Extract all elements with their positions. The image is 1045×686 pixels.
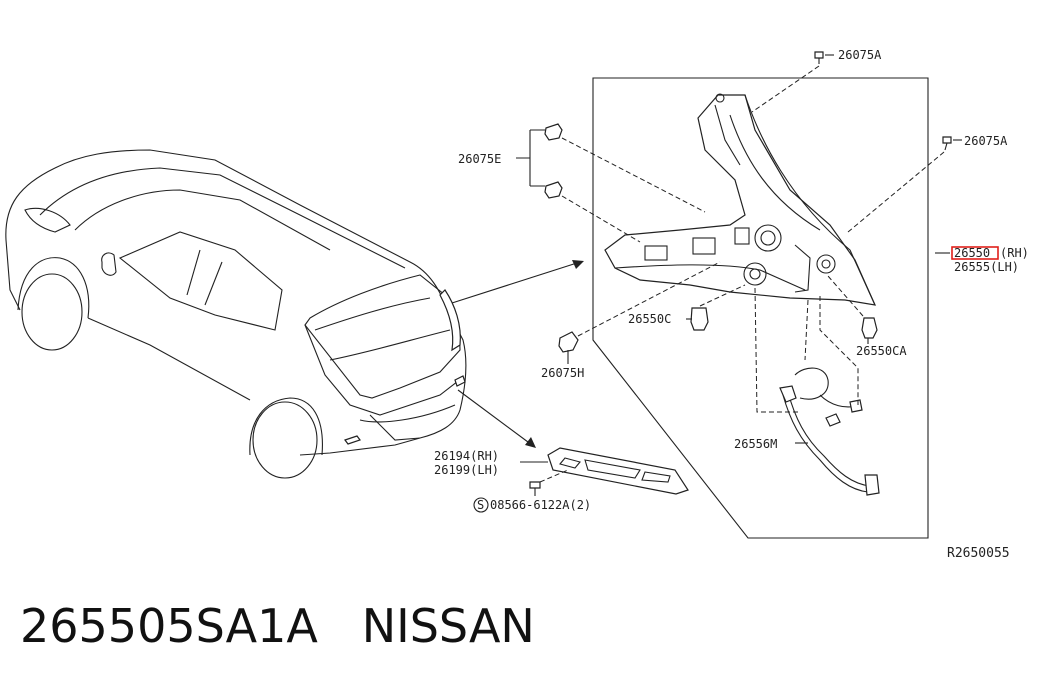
bolt-26075a-right	[847, 136, 962, 233]
label-bulb-26550ca: 26550CA	[856, 344, 907, 358]
label-reflector-rh: 26194(RH)	[434, 449, 499, 463]
combination-lamp	[604, 93, 877, 306]
reflector	[520, 447, 689, 495]
arrow-to-reflector	[457, 389, 533, 446]
label-bolt-26075a-right: 26075A	[964, 134, 1008, 148]
label-screw-symbol: S	[477, 498, 484, 512]
arrow-head-lamp	[572, 260, 584, 269]
label-bolt-26075a-top: 26075A	[838, 48, 882, 62]
label-clip-26075h: 26075H	[541, 366, 584, 380]
screw	[473, 469, 569, 513]
label-lamp-rh-code: 26550	[954, 246, 990, 260]
label-screw: 08566-6122A(2)	[490, 498, 591, 512]
lamp-label-highlight	[951, 246, 999, 260]
bulb-26550c	[686, 284, 746, 331]
arrow-to-lamp	[451, 261, 581, 304]
bulb-26550ca	[827, 275, 878, 344]
clip-26075h	[558, 261, 721, 364]
label-harness-26556m: 26556M	[734, 437, 777, 451]
label-lamp-lh: 26555(LH)	[954, 260, 1019, 274]
harness-26556m	[754, 287, 880, 496]
arrow-head-reflector	[525, 437, 536, 448]
label-ref-code: R2650055	[947, 546, 1010, 561]
car-illustration	[5, 149, 467, 479]
part-number-title: 265505SA1A NISSAN	[20, 599, 535, 653]
detail-frame	[592, 77, 929, 539]
bolt-26075a-top	[751, 51, 834, 113]
label-lamp-rh-side: (RH)	[1000, 246, 1029, 260]
label-reflector-lh: 26199(LH)	[434, 463, 499, 477]
clip-26075e	[516, 123, 706, 243]
label-clip-26075e: 26075E	[458, 152, 501, 166]
label-bulb-26550c: 26550C	[628, 312, 671, 326]
